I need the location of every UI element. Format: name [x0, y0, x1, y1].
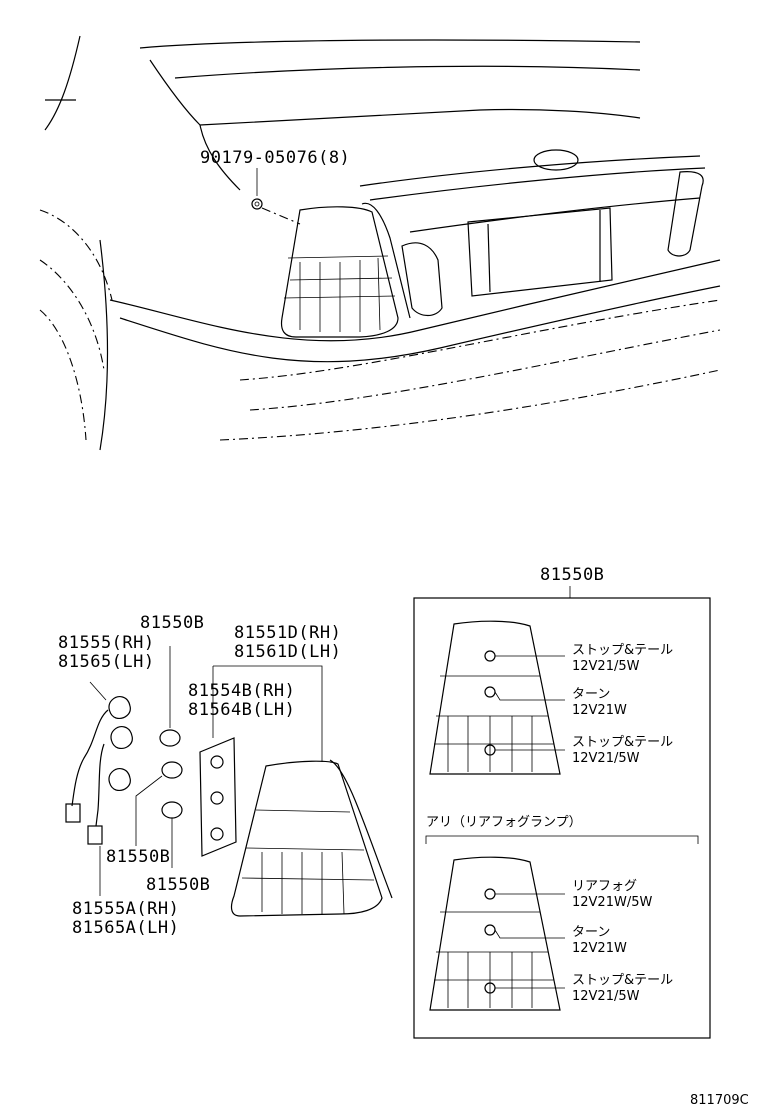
std-bulb-3-spec: 12V21/5W [572, 751, 640, 766]
fog-bulb-3-spec: 12V21/5W [572, 989, 640, 1004]
bulb-chart-title: 81550B [540, 565, 604, 585]
bulb-chart-box [413, 597, 711, 1039]
socket-upper-rh-label: 81555(RH) [58, 633, 155, 653]
figure-code: 811709C [690, 1093, 749, 1108]
lens-rh-label: 81551D(RH) [234, 623, 341, 643]
gasket-rh-label: 81554B(RH) [188, 681, 295, 701]
std-bulb-3-name: ストップ&テール [572, 735, 673, 750]
fog-bulb-1-name: リアフォグ [572, 879, 637, 894]
std-bulb-2-name: ターン [572, 687, 610, 702]
vehicle-rear-illustration [39, 35, 721, 451]
std-bulb-1-spec: 12V21/5W [572, 659, 640, 674]
fog-bulb-2-spec: 12V21W [572, 941, 627, 956]
socket-lower-rh-label: 81555A(RH) [72, 899, 179, 919]
socket-upper-lh-label: 81565(LH) [58, 652, 155, 672]
fog-bulb-2-name: ターン [572, 925, 610, 940]
bulb-label-top: 81550B [140, 613, 204, 633]
fog-bulb-3-name: ストップ&テール [572, 973, 673, 988]
lens-lh-label: 81561D(LH) [234, 642, 341, 662]
fog-variant-heading: アリ（リアフォグランプ） [426, 815, 582, 830]
gasket-lh-label: 81564B(LH) [188, 700, 295, 720]
std-bulb-1-name: ストップ&テール [572, 643, 673, 658]
bolt-part-number: 90179-05076(8) [200, 148, 350, 168]
lamp-with-fog [429, 856, 565, 1011]
bulb-label-bottom: 81550B [146, 875, 210, 895]
bulb-label-mid: 81550B [106, 847, 170, 867]
exploded-view [65, 646, 393, 917]
socket-lower-lh-label: 81565A(LH) [72, 918, 179, 938]
lamp-standard [429, 620, 565, 775]
fog-bulb-1-spec: 12V21W/5W [572, 895, 652, 910]
std-bulb-2-spec: 12V21W [572, 703, 627, 718]
